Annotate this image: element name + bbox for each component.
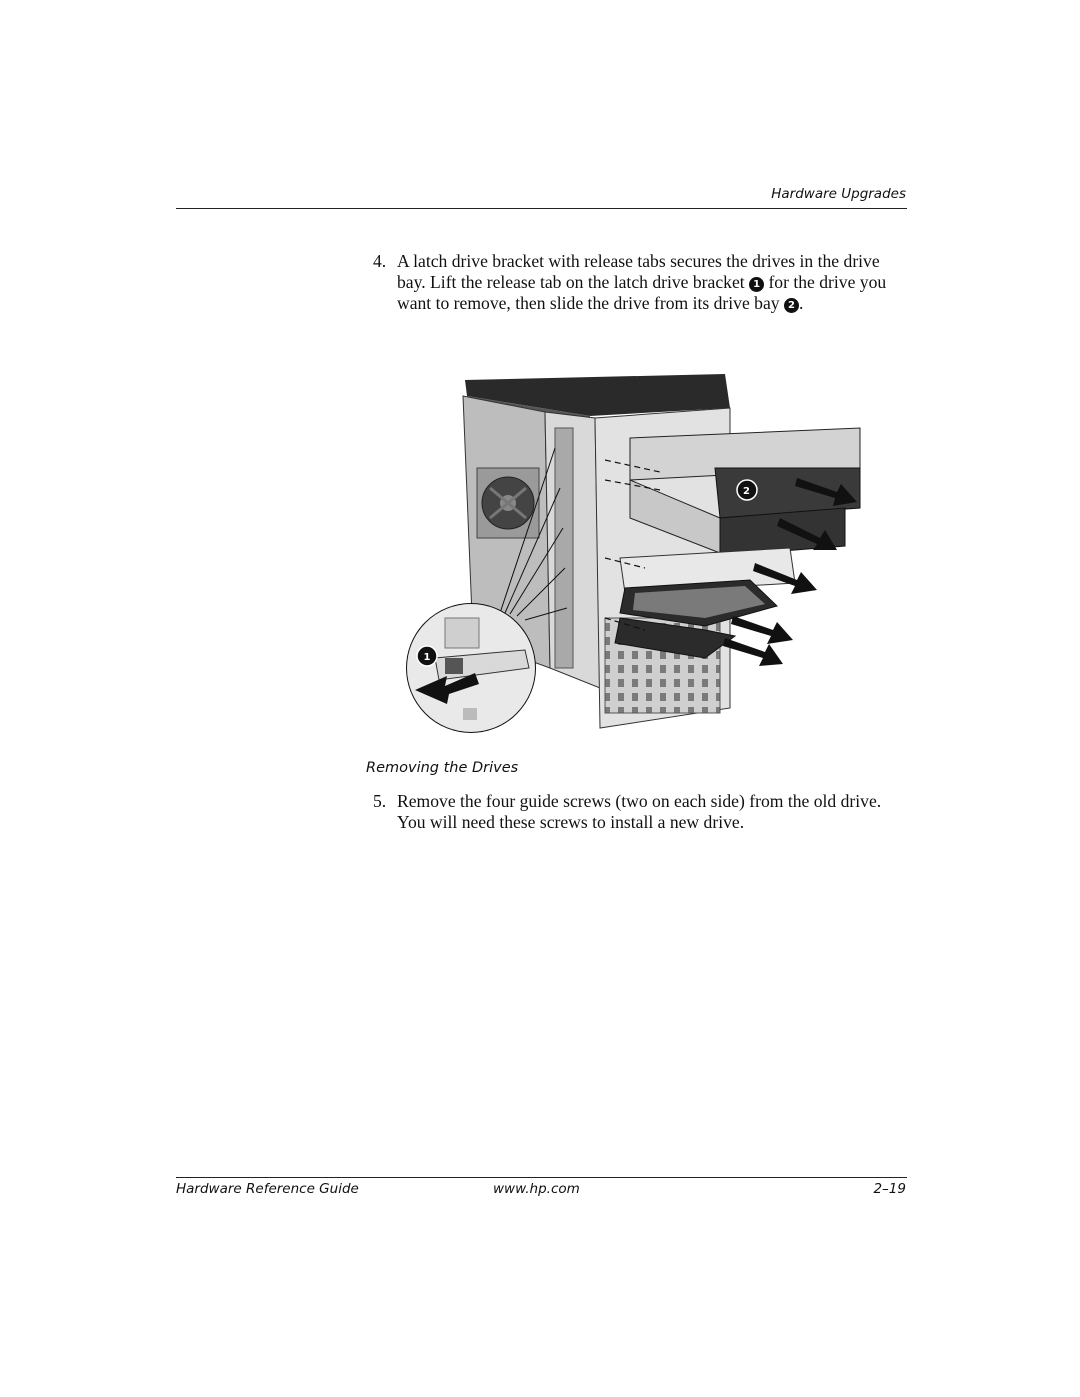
- footer-website: www.hp.com: [493, 1181, 580, 1197]
- callout-1-badge: [416, 645, 438, 667]
- step-text: for the drive you want to remove, then s…: [397, 272, 887, 313]
- step-4: 4. A latch drive bracket with release ta…: [373, 251, 908, 314]
- footer-guide-title: Hardware Reference Guide: [176, 1181, 359, 1197]
- direction-arrow-icon: [723, 478, 857, 666]
- page-header-title: Hardware Upgrades: [771, 186, 906, 202]
- step-text: Remove the four guide screws (two on eac…: [397, 791, 882, 832]
- callout-label-2: 2: [743, 486, 750, 497]
- step-text: A latch drive bracket with release tabs …: [397, 251, 880, 292]
- callout-2-icon: 2: [783, 298, 799, 313]
- pull-arrow-icon: [415, 673, 479, 704]
- callout-label-1: 1: [424, 652, 431, 663]
- footer-rule: [176, 1177, 907, 1178]
- step-5: 5. Remove the four guide screws (two on …: [373, 791, 908, 833]
- callout-1-icon: 1: [749, 277, 765, 292]
- drive-removal-illustration: 2: [406, 374, 861, 733]
- step-number: 5.: [373, 791, 387, 811]
- step-text: .: [798, 293, 804, 313]
- figure-removing-drives: 2: [405, 368, 875, 738]
- figure-caption: Removing the Drives: [366, 760, 519, 776]
- step-number: 4.: [373, 251, 387, 271]
- header-rule: [176, 208, 907, 209]
- chassis-top-panel: [465, 374, 730, 416]
- footer-page-number: 2–19: [873, 1181, 906, 1197]
- hard-drive-2: [614, 617, 737, 659]
